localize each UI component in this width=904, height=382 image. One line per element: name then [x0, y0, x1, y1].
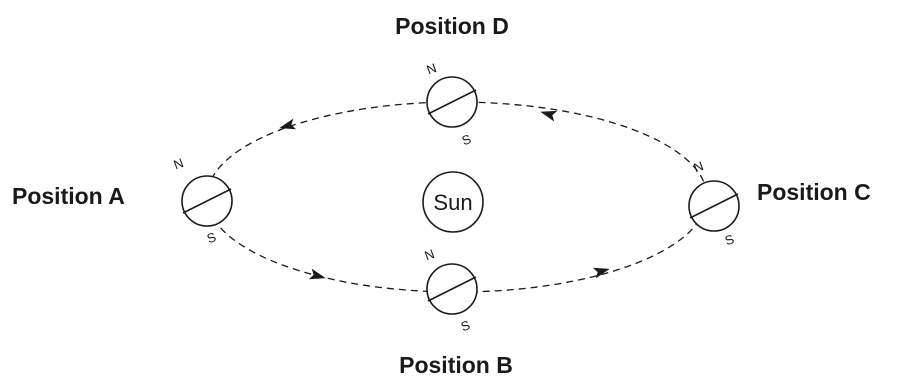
equator-line	[689, 193, 739, 219]
equator-line	[427, 89, 477, 115]
position-label: Position B	[399, 352, 513, 378]
north-pole-label: N	[424, 60, 438, 77]
earth-position-a: N S Position A	[12, 155, 233, 246]
orbit-arrowhead	[540, 110, 558, 122]
sun: Sun	[422, 171, 484, 233]
position-label: Position D	[395, 13, 509, 39]
north-pole-label: N	[171, 155, 185, 172]
south-pole-label: S	[459, 317, 473, 334]
earth-position-c: N S Position C	[688, 158, 871, 248]
position-label: Position C	[757, 179, 871, 205]
north-pole-label: N	[691, 158, 705, 175]
earth-position-d: N S Position D	[395, 13, 509, 148]
south-pole-label: S	[723, 231, 737, 248]
orbit-arrowhead	[308, 268, 326, 280]
equator-line	[427, 276, 477, 302]
south-pole-label: S	[205, 229, 219, 246]
orbit-arrowhead	[279, 118, 297, 130]
position-label: Position A	[12, 183, 125, 209]
equator-line	[182, 188, 232, 214]
orbit-arrowhead	[592, 267, 610, 279]
sun-label: Sun	[433, 190, 472, 215]
south-pole-label: S	[460, 131, 474, 148]
orbit-direction-arrows	[279, 110, 610, 280]
earth-position-b: N S Position B	[399, 246, 513, 378]
sun-circle	[422, 171, 484, 233]
north-pole-label: N	[422, 246, 436, 263]
